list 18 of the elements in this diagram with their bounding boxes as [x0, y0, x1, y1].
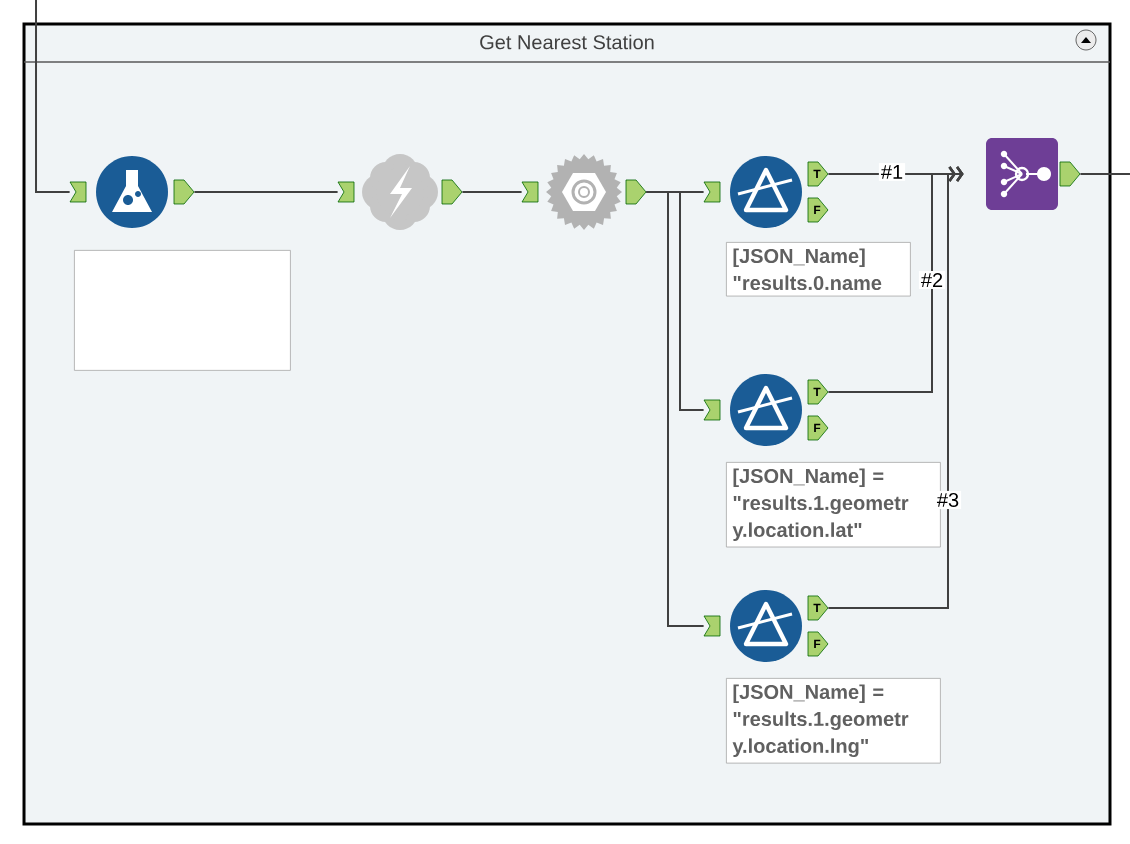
gear-icon: [546, 154, 622, 230]
edge-label: #1: [878, 163, 906, 181]
filter-icon: [730, 590, 802, 662]
annotation-box: [JSON_Name] "results.0.name: [726, 242, 911, 297]
annotation-box: [74, 250, 291, 371]
connector: [1079, 173, 1130, 175]
connector: [645, 191, 705, 627]
connector: [461, 191, 523, 193]
filter-icon: [730, 156, 802, 228]
connector: [193, 191, 339, 193]
lightning-icon: [362, 154, 438, 230]
connector: [827, 166, 964, 609]
union-icon: [986, 138, 1058, 210]
filter-icon: [730, 374, 802, 446]
edge-label: #2: [918, 271, 946, 289]
flask-icon: [96, 156, 168, 228]
annotation-box: [JSON_Name] = "results.1.geometr y.location.lng": [726, 678, 941, 764]
connector: [35, 0, 71, 193]
